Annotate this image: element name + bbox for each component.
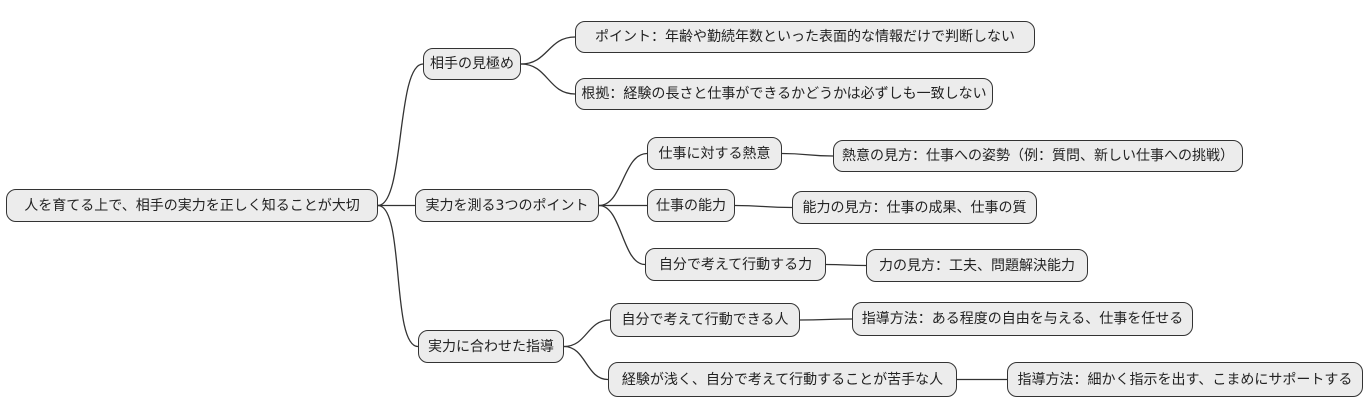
edge-branch-3-to-child-1 <box>563 319 611 348</box>
edge-root-to-branch-3 <box>377 204 419 348</box>
edge-branch-2-to-child-3 <box>598 204 646 266</box>
node-branch-1: 相手の見極め <box>423 48 521 80</box>
node-branch-2-child-1-detail: 熱意の見方：仕事への姿勢（例：質問、新しい仕事への挑戦） <box>833 140 1243 172</box>
node-branch-2-child-2: 仕事の能力 <box>647 189 735 222</box>
node-branch-3-child-1-detail: 指導方法：ある程度の自由を与える、仕事を任せる <box>852 302 1193 336</box>
node-branch-1-child-1: ポイント：年齢や勤続年数といった表面的な情報だけで判断しない <box>575 21 1035 53</box>
edge-branch-2-child-3-to-detail <box>825 263 867 267</box>
node-branch-3-child-2: 経験が浅く、自分で考えて行動することが苦手な人 <box>608 362 957 397</box>
node-branch-3-child-1: 自分で考えて行動できる人 <box>610 303 800 337</box>
node-branch-3-child-2-detail: 指導方法：細かく指示を出す、こまめにサポートする <box>1007 362 1363 397</box>
node-branch-2-child-2-detail: 能力の見方：仕事の成果、仕事の質 <box>792 191 1037 224</box>
edge-branch-1-to-child-1 <box>520 36 576 65</box>
edge-branch-2-child-1-to-detail <box>781 152 834 157</box>
edge-root-to-branch-1 <box>377 63 424 207</box>
edge-branch-1-to-child-2 <box>520 63 576 95</box>
node-branch-2-child-3: 自分で考えて行動する力 <box>645 248 826 281</box>
node-branch-2-child-1: 仕事に対する熱意 <box>647 137 782 170</box>
edge-branch-3-to-child-2 <box>563 345 609 381</box>
edge-branch-3-child-1-to-detail <box>799 318 853 321</box>
node-branch-2-child-3-detail: 力の見方：工夫、問題解決能力 <box>866 249 1088 282</box>
node-branch-2: 実力を測る3つのポイント <box>415 189 599 222</box>
node-branch-1-child-2: 根拠：経験の長さと仕事ができるかどうかは必ずしも一致しない <box>575 78 993 110</box>
edge-branch-2-child-2-to-detail <box>734 204 793 209</box>
edge-branch-2-to-child-1 <box>598 152 648 207</box>
node-branch-3: 実力に合わせた指導 <box>418 330 564 363</box>
node-root: 人を育てる上で、相手の実力を正しく知ることが大切 <box>6 189 378 222</box>
